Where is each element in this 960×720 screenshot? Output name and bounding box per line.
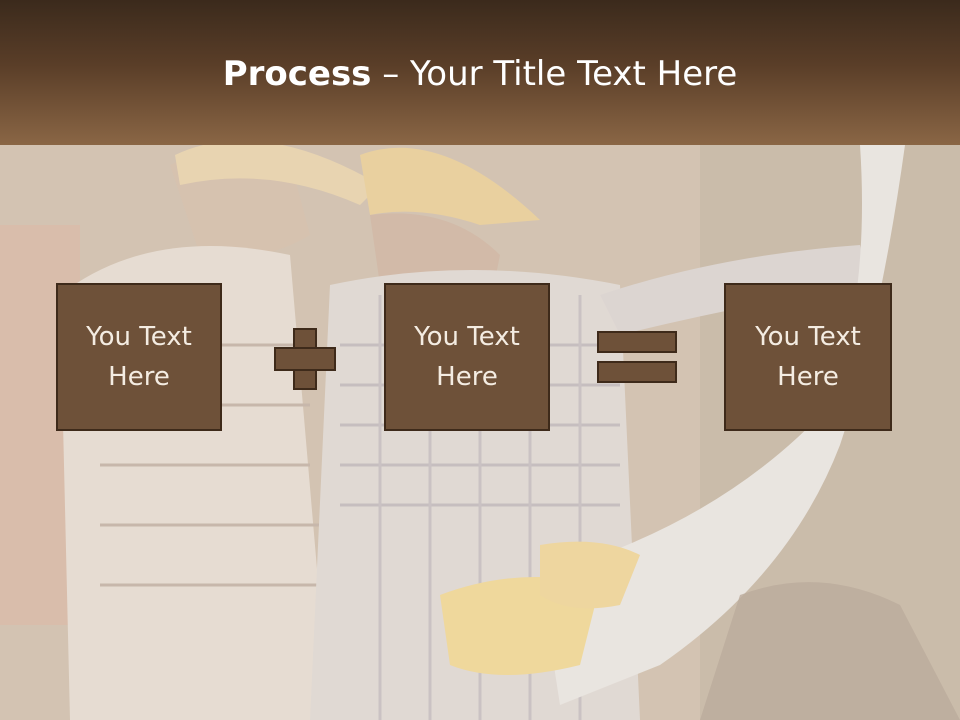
- process-box-2[interactable]: You Text Here: [384, 283, 550, 431]
- title-bar: Process – Your Title Text Here: [0, 0, 960, 145]
- title-rest: – Your Title Text Here: [371, 54, 738, 94]
- construction-workers-photo: [0, 145, 960, 720]
- equals-icon: [597, 331, 677, 383]
- process-box-1[interactable]: You Text Here: [56, 283, 222, 431]
- slide-title[interactable]: Process – Your Title Text Here: [0, 52, 960, 96]
- process-box-result-label: You Text Here: [755, 322, 861, 392]
- plus-icon: [274, 328, 336, 390]
- process-box-1-label: You Text Here: [86, 322, 192, 392]
- title-bold: Process: [222, 54, 372, 94]
- process-box-2-label: You Text Here: [414, 322, 520, 392]
- photo-overlay: [0, 145, 960, 720]
- process-box-result[interactable]: You Text Here: [724, 283, 892, 431]
